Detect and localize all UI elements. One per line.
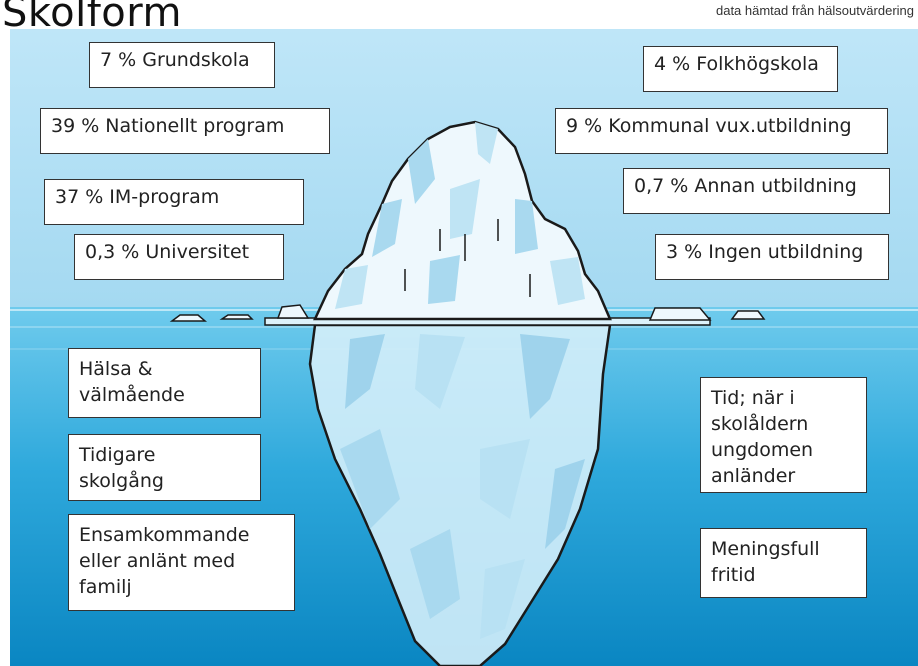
label-nationellt-program: 39 % Nationellt program bbox=[40, 108, 330, 154]
ice-facet bbox=[450, 179, 480, 239]
ice-facet bbox=[515, 199, 538, 254]
ice-facet bbox=[480, 559, 525, 639]
data-source-note: data hämtad från hälsoutvärdering bbox=[715, 3, 914, 18]
ice-facet bbox=[428, 255, 460, 304]
ice-facet bbox=[340, 429, 400, 529]
iceberg-scene: 7 % Grundskola 39 % Nationellt program 3… bbox=[10, 29, 918, 666]
label-ingen-utbildning: 3 % Ingen utbildning bbox=[655, 234, 889, 280]
label-tidigare-skolgang: Tidigare skolgång bbox=[68, 434, 261, 501]
floating-ice bbox=[730, 310, 766, 320]
floating-ice bbox=[219, 314, 254, 320]
floating-ice bbox=[276, 304, 310, 319]
ice-facet bbox=[545, 459, 585, 549]
label-tid-anlander: Tid; när i skolåldern ungdomen anländer bbox=[700, 377, 867, 493]
label-kommunal-vux: 9 % Kommunal vux.utbildning bbox=[555, 108, 888, 154]
ice-facet bbox=[475, 122, 498, 164]
label-halsa: Hälsa & välmående bbox=[68, 348, 261, 418]
label-folkhogskola: 4 % Folkhögskola bbox=[643, 46, 838, 92]
ice-facet bbox=[345, 334, 385, 409]
ice-facet bbox=[520, 334, 570, 419]
label-universitet: 0,3 % Universitet bbox=[74, 234, 284, 280]
ice-facet bbox=[480, 439, 530, 519]
label-annan-utbildning: 0,7 % Annan utbildning bbox=[623, 168, 890, 214]
ice-facet bbox=[372, 199, 402, 257]
ice-facet bbox=[408, 139, 435, 204]
label-meningsfull-fritid: Meningsfull fritid bbox=[700, 528, 867, 598]
ice-facet bbox=[415, 334, 465, 409]
label-im-program: 37 % IM-program bbox=[44, 179, 304, 225]
label-grundskola: 7 % Grundskola bbox=[89, 42, 275, 88]
label-ensamkommande: Ensamkommande eller anlänt med familj bbox=[68, 514, 295, 611]
ice-facet bbox=[410, 529, 460, 619]
ice-facet bbox=[550, 257, 585, 305]
ice-facet bbox=[335, 265, 368, 309]
floating-ice bbox=[648, 307, 712, 321]
floating-ice bbox=[169, 314, 208, 322]
